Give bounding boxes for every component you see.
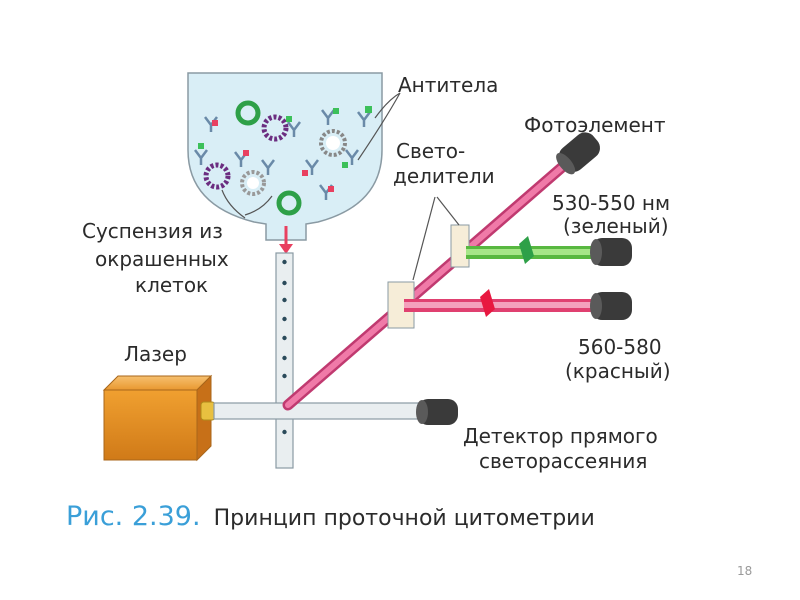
leader-lines [221,92,460,281]
figure-title: Принцип проточной цитометрии [214,506,595,531]
label-photoelement: Фотоэлемент [524,113,666,137]
laser-icon [102,374,216,462]
label-suspension-2: окрашенных [95,247,229,271]
filter-icon [519,236,534,264]
label-detector-1: Детектор прямого [463,424,658,448]
label-suspension-3: клеток [135,273,208,297]
antibody-icon [357,106,372,127]
label-antibodies: Антитела [398,73,498,97]
antibody-icon [319,184,334,200]
laser-beam [213,402,427,420]
antibody-icon [302,159,319,176]
antibody-icon [286,116,301,137]
cell-icon [261,114,289,142]
cell-icon [235,100,261,126]
arrow-down-icon [279,226,293,254]
detector-icon [590,238,632,266]
filter-icon [480,289,495,317]
flow-tube [275,252,294,469]
label-detector-2: светорассеяния [479,449,647,473]
antibody-icon [234,150,249,167]
cell-icon [276,190,302,216]
label-beam-splitters-1: Свето- [396,139,465,163]
antibody-icon [204,116,218,132]
antibody-icon [321,108,339,125]
label-red-range: 560-580 [578,335,662,359]
antibody-icon [194,143,208,165]
label-green-range: 530-550 нм [552,191,670,215]
label-green-name: (зеленый) [563,214,669,238]
fluorescence-beam [282,156,574,411]
detector-icon [416,399,458,425]
figure-number: Рис. 2.39. [66,501,201,532]
antibody-icon [342,149,359,168]
red-beam [404,299,598,312]
label-beam-splitters-2: делители [393,164,495,188]
page-number: 18 [737,564,752,578]
label-red-name: (красный) [565,359,671,383]
antibody-icon [261,159,275,175]
cell-icon [203,162,231,190]
label-suspension-1: Суспензия из [82,219,223,243]
detector-icon [590,292,632,320]
detector-icon [556,132,600,175]
figure-caption: Рис. 2.39. Принцип проточной цитометрии [66,501,595,532]
cell-icon [319,129,347,157]
label-laser: Лазер [124,342,187,366]
cell-icon [240,170,266,196]
